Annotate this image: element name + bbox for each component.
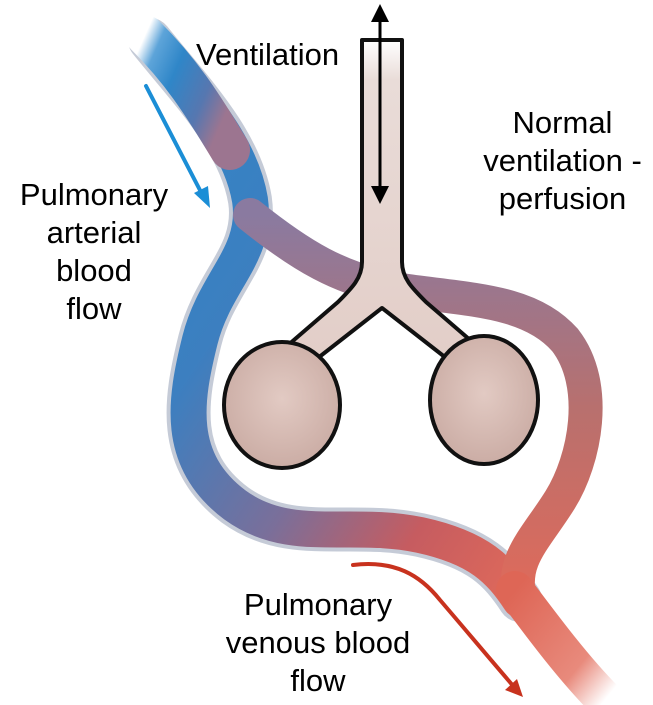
vq-label-line-3: perfusion [470, 180, 653, 218]
ventilation-perfusion-status-label: Normal ventilation - perfusion [470, 104, 653, 218]
vein-exit [515, 590, 605, 700]
vq-label-line-2: ventilation - [470, 142, 653, 180]
venous-label-line-3: flow [212, 662, 424, 700]
arterial-label-line-3: blood [0, 252, 188, 290]
pulmonary-arterial-flow-label: Pulmonary arterial blood flow [0, 176, 188, 328]
arterial-label-line-1: Pulmonary [0, 176, 188, 214]
ventilation-label-text: Ventilation [196, 36, 362, 74]
right-alveolus [430, 336, 538, 464]
vq-label-line-1: Normal [470, 104, 653, 142]
arterial-label-line-4: flow [0, 290, 188, 328]
arterial-label-line-2: arterial [0, 214, 188, 252]
ventilation-arrow-up-head [371, 4, 389, 22]
trachea [280, 40, 484, 372]
ventilation-label: Ventilation [196, 36, 362, 74]
venous-label-line-2: venous blood [212, 624, 424, 662]
left-alveolus [224, 342, 340, 468]
arterial-arrow-head [194, 186, 210, 208]
venous-label-line-1: Pulmonary [212, 586, 424, 624]
pulmonary-venous-flow-label: Pulmonary venous blood flow [212, 586, 424, 700]
